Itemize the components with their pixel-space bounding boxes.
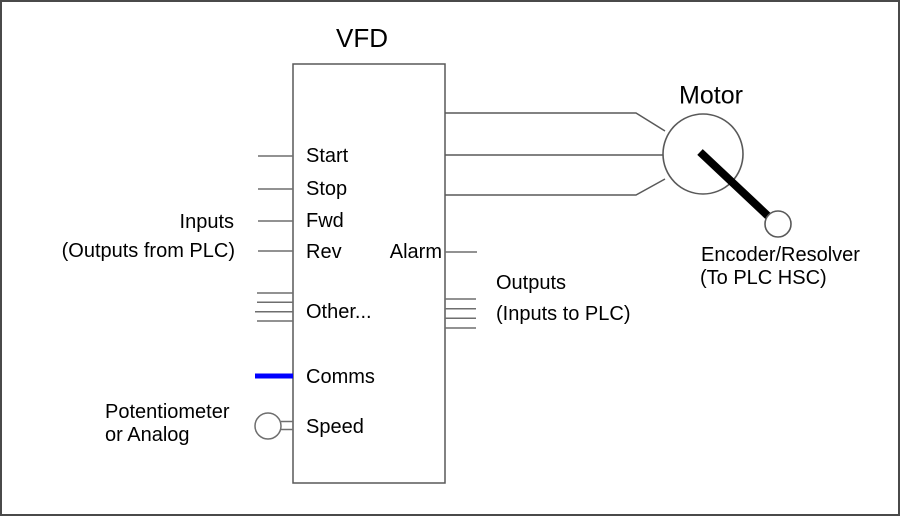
potentiometer-symbol xyxy=(254,412,293,440)
pin-label-other: Other... xyxy=(306,301,372,323)
vfd-box xyxy=(292,63,446,484)
potentiometer-annotation-line2: or Analog xyxy=(105,424,190,446)
inputs-annotation: Inputs xyxy=(179,211,234,233)
inputs-annotation-sub: (Outputs from PLC) xyxy=(61,240,235,262)
pin-label-fwd: Fwd xyxy=(306,210,344,232)
pin-label-comms: Comms xyxy=(306,366,375,388)
pin-label-rev: Rev xyxy=(306,241,342,263)
motor-label: Motor xyxy=(679,81,743,110)
encoder-annotation-line2: (To PLC HSC) xyxy=(700,267,827,289)
outputs-annotation-sub: (Inputs to PLC) xyxy=(496,303,631,325)
outputs-wires-bundle xyxy=(445,298,476,329)
motor-wire-bottom xyxy=(445,178,666,196)
motor-shaft xyxy=(697,149,771,219)
potentiometer-annotation-line1: Potentiometer xyxy=(105,401,230,423)
encoder-annotation-line1: Encoder/Resolver xyxy=(701,244,860,266)
motor-wire-top xyxy=(445,112,666,132)
vfd-title: VFD xyxy=(336,23,388,53)
pin-label-start: Start xyxy=(306,145,349,167)
pin-label-speed: Speed xyxy=(306,416,364,438)
other-wires-bundle xyxy=(255,292,293,322)
encoder-circle xyxy=(764,210,792,238)
outputs-annotation: Outputs xyxy=(496,272,567,294)
pin-label-stop: Stop xyxy=(306,178,348,200)
pin-label-alarm: Alarm xyxy=(389,241,442,263)
